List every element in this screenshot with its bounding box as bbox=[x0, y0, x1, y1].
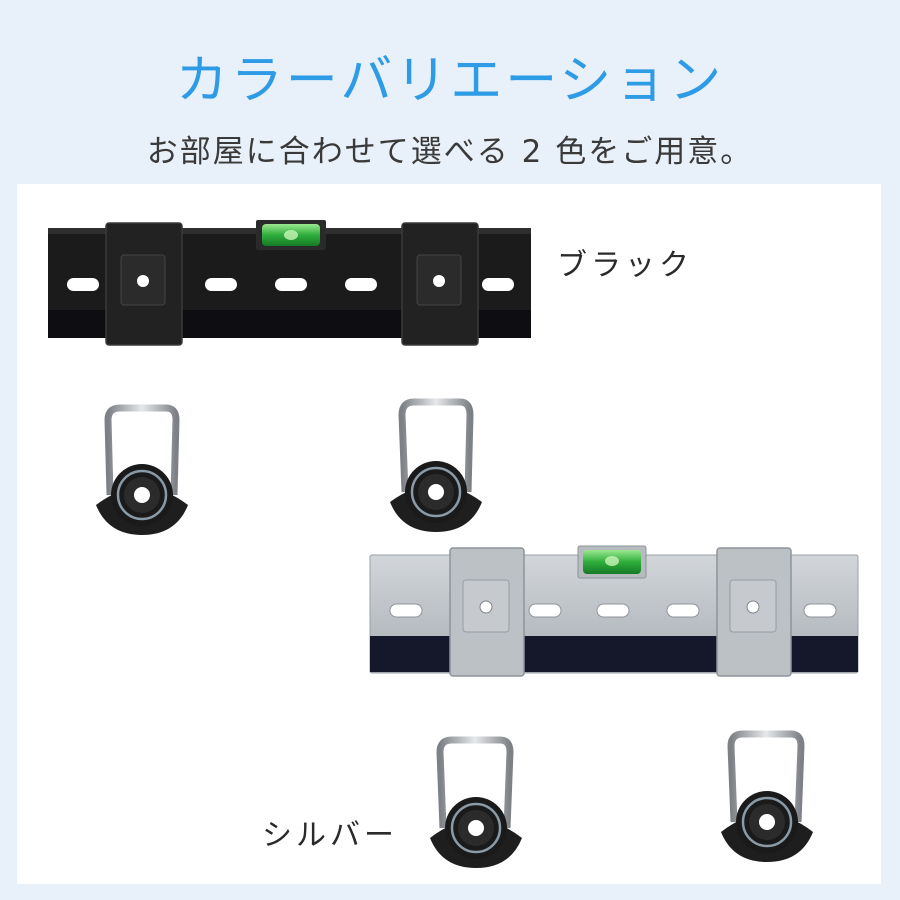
page-subtitle: お部屋に合わせて選べる 2 色をご用意。 bbox=[146, 134, 754, 170]
black-hook-left bbox=[96, 404, 188, 535]
silver-hook-left bbox=[430, 736, 522, 868]
black-hook-right bbox=[390, 398, 482, 532]
silver-hook-right bbox=[721, 730, 813, 862]
silver-wall-plate bbox=[369, 545, 859, 677]
variant-label-black: ブラック bbox=[557, 248, 693, 283]
page-title: カラーバリエーション bbox=[175, 51, 725, 111]
black-wall-plate bbox=[48, 220, 531, 346]
variant-label-silver: シルバー bbox=[262, 818, 398, 853]
